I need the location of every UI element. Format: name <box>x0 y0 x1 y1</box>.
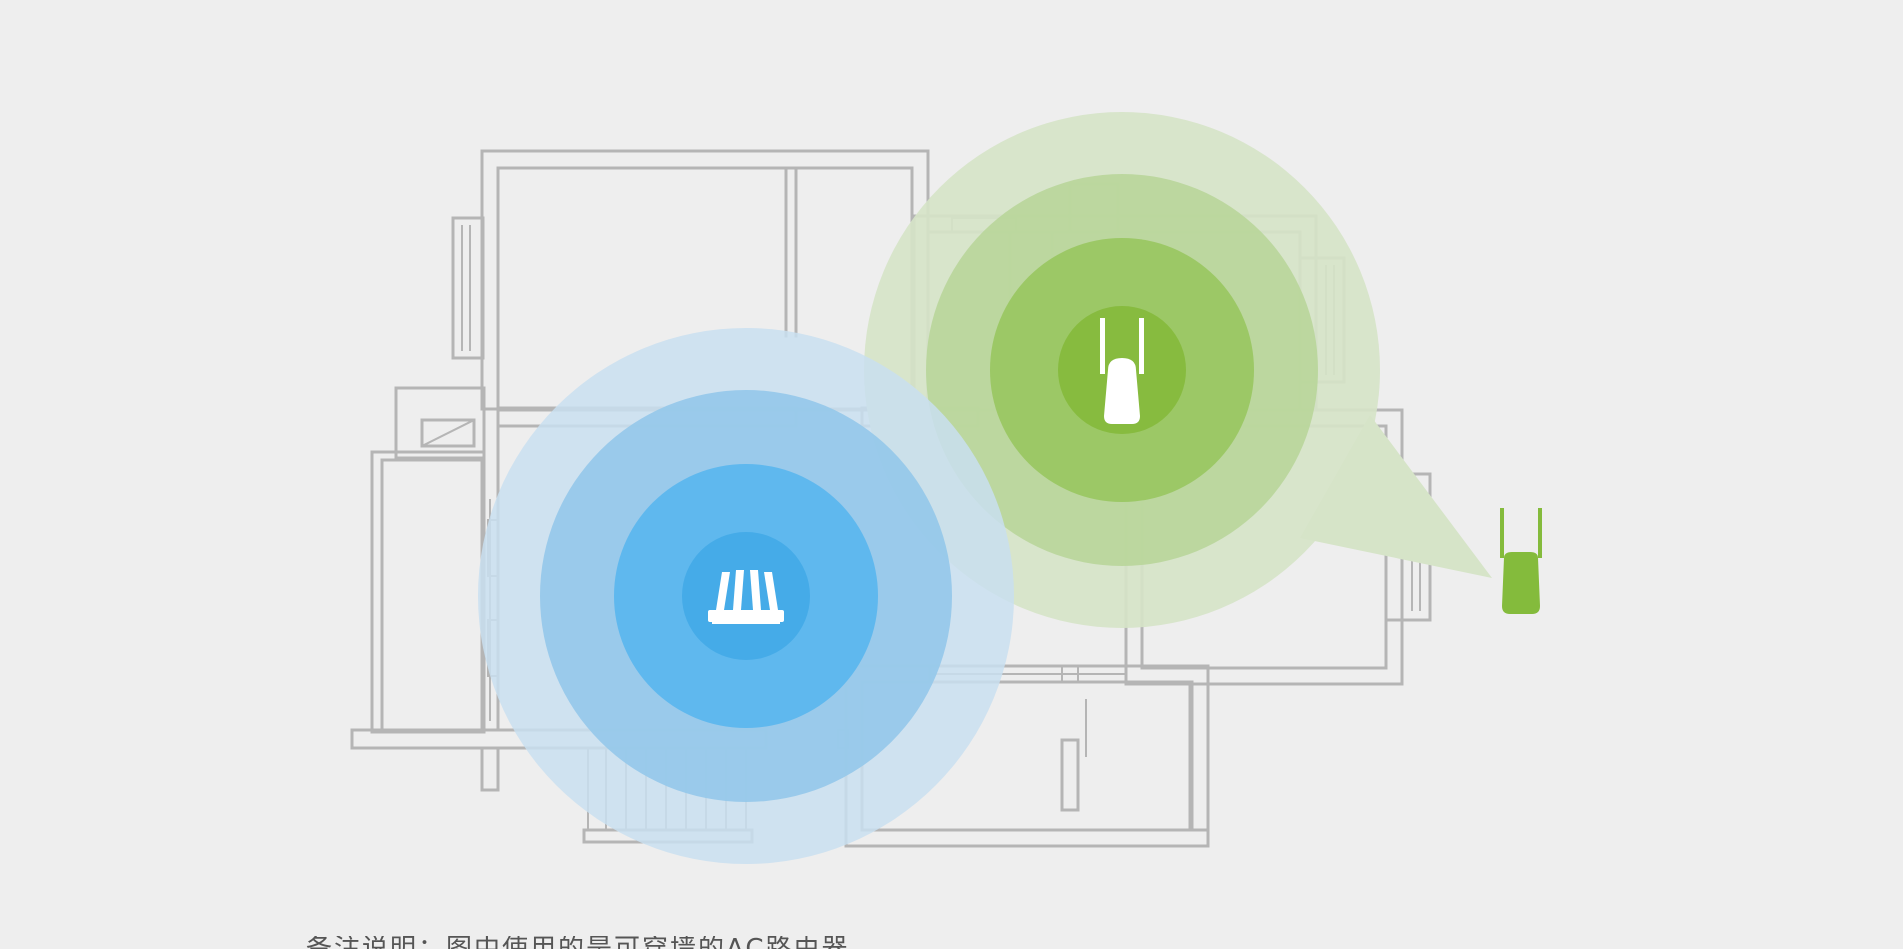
wall-outline <box>480 746 500 792</box>
wall-outline <box>420 418 476 448</box>
wall-outline <box>1188 682 1210 832</box>
wall-outline <box>451 216 485 360</box>
wall-outline <box>1060 738 1080 812</box>
wifi-extender-icon <box>1100 318 1144 424</box>
remote-extender-icon <box>1500 508 1542 614</box>
caption-text: 备注说明：图中使用的是可穿墙的AC路由器 <box>306 936 849 949</box>
router-coverage <box>478 328 1014 864</box>
wall-outline <box>394 386 486 460</box>
wall-outline <box>420 418 476 448</box>
router-coverage-core <box>682 532 810 660</box>
wall-outline <box>380 458 484 734</box>
router-icon <box>708 570 784 624</box>
wall-outline <box>370 450 486 734</box>
